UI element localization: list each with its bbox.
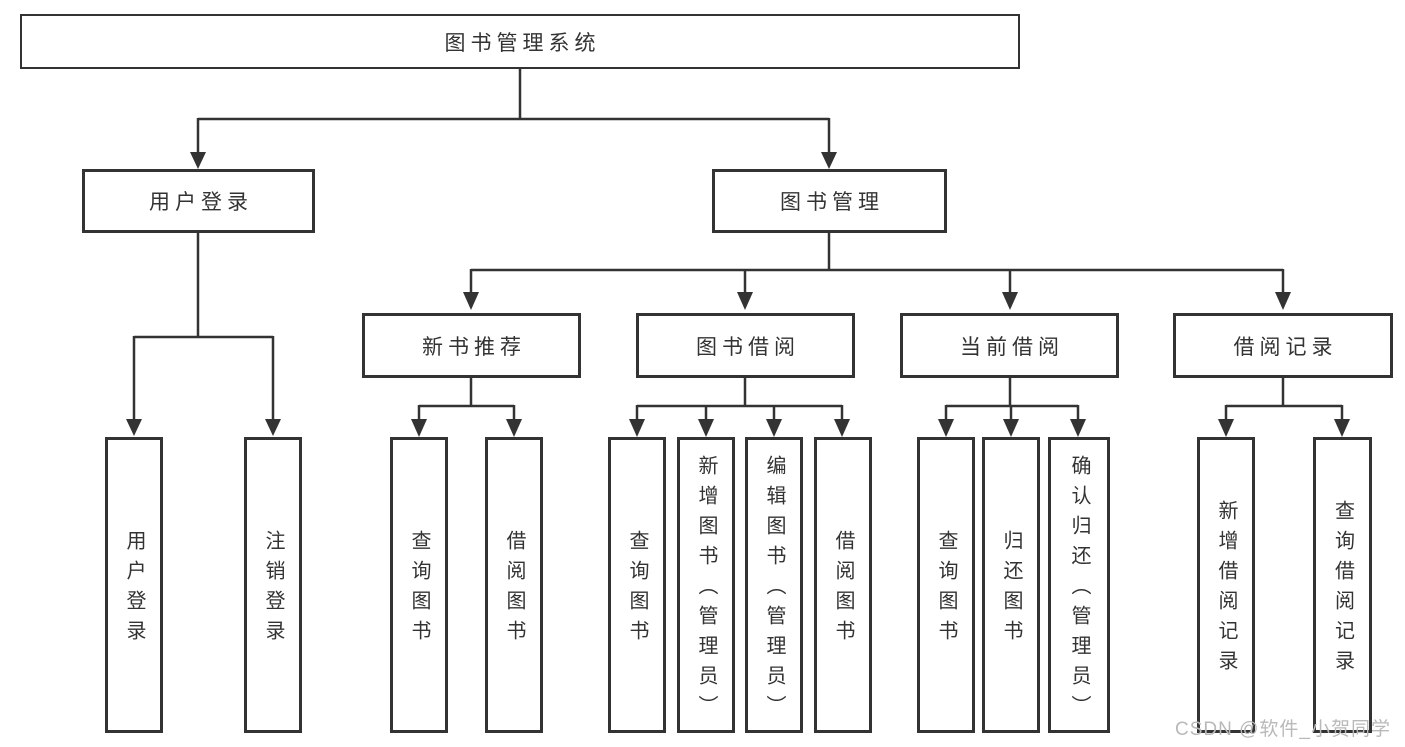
node-library-management-system: 图书管理系统 bbox=[20, 14, 1020, 69]
arrowhead-down-icon bbox=[463, 292, 479, 310]
leaf-current-return-books: 归还图书 bbox=[982, 437, 1040, 733]
node-user-login: 用户登录 bbox=[82, 169, 315, 233]
arrowhead-down-icon bbox=[1334, 419, 1350, 437]
leaf-borrowing-add-books-admin: 新增图书（管理员） bbox=[677, 437, 735, 733]
connector-record-to-leaves bbox=[1224, 378, 1344, 420]
leaf-logout: 注销登录 bbox=[244, 437, 302, 733]
arrowhead-down-icon bbox=[938, 419, 954, 437]
arrowhead-down-icon bbox=[265, 419, 281, 436]
arrowhead-down-icon bbox=[629, 419, 645, 437]
leaf-records-add-borrow-record: 新增借阅记录 bbox=[1197, 437, 1255, 733]
node-new-book-recommendation: 新书推荐 bbox=[362, 313, 581, 378]
arrowhead-down-icon bbox=[126, 419, 142, 436]
leaf-recommend-query-books: 查询图书 bbox=[390, 437, 448, 733]
arrowhead-down-icon bbox=[1275, 292, 1291, 310]
node-book-borrowing: 图书借阅 bbox=[636, 313, 855, 378]
connector-current-to-leaves bbox=[944, 378, 1080, 420]
arrowhead-down-icon bbox=[1002, 292, 1018, 310]
connector-bookmgmt-to-level3 bbox=[469, 233, 1285, 292]
leaf-current-confirm-return-admin: 确认归还（管理员） bbox=[1048, 437, 1110, 733]
arrowhead-down-icon bbox=[698, 419, 714, 437]
leaf-borrowing-query-books: 查询图书 bbox=[608, 437, 666, 733]
arrowhead-down-icon bbox=[1070, 419, 1086, 437]
leaf-records-query-borrow-record: 查询借阅记录 bbox=[1313, 437, 1372, 733]
connector-borrow-to-leaves bbox=[635, 378, 844, 420]
node-book-management: 图书管理 bbox=[712, 169, 947, 233]
arrowhead-down-icon bbox=[506, 419, 522, 437]
connector-root-to-level2 bbox=[196, 69, 831, 152]
leaf-borrowing-borrow-books: 借阅图书 bbox=[814, 437, 872, 733]
leaf-recommend-borrow-books: 借阅图书 bbox=[485, 437, 543, 733]
node-current-borrowing: 当前借阅 bbox=[900, 313, 1119, 378]
arrowhead-down-icon bbox=[766, 419, 782, 437]
arrowhead-down-icon bbox=[834, 419, 850, 437]
connector-userlogin-to-leaves bbox=[132, 233, 275, 419]
leaf-user-login: 用户登录 bbox=[105, 437, 163, 733]
arrowhead-down-icon bbox=[821, 152, 837, 169]
leaf-current-query-books: 查询图书 bbox=[917, 437, 975, 733]
arrowheads bbox=[126, 152, 1350, 437]
arrowhead-down-icon bbox=[1003, 419, 1019, 437]
arrowhead-down-icon bbox=[190, 152, 206, 169]
watermark: CSDN @软件_小贺同学 bbox=[1175, 719, 1391, 740]
arrowhead-down-icon bbox=[1218, 419, 1234, 437]
arrowhead-down-icon bbox=[737, 292, 753, 310]
leaf-borrowing-edit-books-admin: 编辑图书（管理员） bbox=[745, 437, 803, 733]
arrowhead-down-icon bbox=[411, 419, 427, 437]
node-borrowing-records: 借阅记录 bbox=[1173, 313, 1393, 378]
connector-recommend-to-leaves bbox=[417, 378, 516, 420]
